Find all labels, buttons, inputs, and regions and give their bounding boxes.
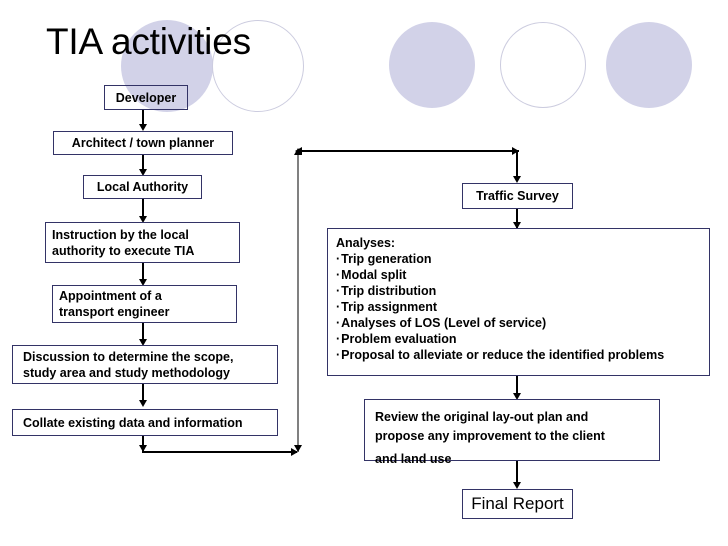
node-appointment[interactable]: Appointment of a transport engineer (52, 285, 237, 323)
analyses-item: Trip assignment (336, 299, 437, 315)
connector-review-to-final-report (516, 461, 518, 487)
node-discussion[interactable]: Discussion to determine the scope, study… (12, 345, 278, 384)
arrowhead-grey-riser-bottom (294, 445, 302, 452)
node-instruction[interactable]: Instruction by the local authority to ex… (45, 222, 240, 263)
node-review-line-1: Review the original lay-out plan and (375, 410, 589, 424)
arrowhead-top-horizontal-right (512, 147, 519, 155)
analyses-item: Analyses of LOS (Level of service) (336, 315, 546, 331)
node-local-authority[interactable]: Local Authority (83, 175, 202, 199)
page-title: TIA activities (46, 21, 251, 62)
connector-appointment-to-discussion (142, 323, 144, 342)
connector-instruction-to-appointment (142, 263, 144, 282)
node-instruction-line-1: Instruction by the local (52, 227, 189, 242)
analyses-heading: Analyses: (336, 236, 396, 250)
arrowhead-traffic-survey-to-analyses (513, 222, 521, 229)
decorative-circle-3 (389, 22, 475, 108)
analyses-item: Problem evaluation (336, 331, 456, 347)
arrowhead-local-authority-to-instruction (139, 216, 147, 223)
arrowhead-discussion-to-collate (139, 400, 147, 407)
analyses-item: Modal split (336, 267, 406, 283)
decorative-circle-1 (121, 20, 213, 112)
connector-developer-to-architect (142, 110, 144, 127)
node-collate[interactable]: Collate existing data and information (12, 409, 278, 436)
connector-grey-riser (297, 150, 299, 452)
decorative-circle-5 (606, 22, 692, 108)
arrowhead-to-traffic-survey (513, 176, 521, 183)
connector-top-horizontal (297, 150, 519, 152)
arrowhead-developer-to-architect (139, 124, 147, 131)
node-review-line-3: and land use (375, 452, 452, 466)
arrowhead-collate-down (139, 445, 147, 452)
arrowhead-architect-to-local-authority (139, 169, 147, 176)
node-developer[interactable]: Developer (104, 85, 188, 110)
node-final-report[interactable]: Final Report (462, 489, 573, 519)
connector-to-traffic-survey (516, 150, 518, 178)
connector-architect-to-local-authority (142, 155, 144, 172)
node-traffic-survey[interactable]: Traffic Survey (462, 183, 573, 209)
connector-local-authority-to-instruction (142, 199, 144, 219)
arrowhead-top-horizontal-left (295, 147, 302, 155)
analyses-item: Trip distribution (336, 283, 436, 299)
decorative-circle-2 (212, 20, 304, 112)
node-instruction-line-2: authority to execute TIA (52, 243, 195, 258)
arrowhead-analyses-to-review (513, 393, 521, 400)
connector-collate-down (142, 436, 144, 452)
node-review-line-2: propose any improvement to the client (375, 429, 605, 443)
arrowhead-bottom-horizontal (291, 448, 298, 456)
connector-traffic-survey-to-analyses (516, 209, 518, 229)
connector-discussion-to-collate (142, 384, 144, 403)
node-discussion-line-1: Discussion to determine the scope, (23, 349, 234, 364)
node-appointment-line-2: transport engineer (59, 305, 170, 319)
arrowhead-instruction-to-appointment (139, 279, 147, 286)
node-analyses[interactable]: Analyses: Trip generation Modal split Tr… (327, 228, 710, 376)
arrowhead-review-to-final-report (513, 482, 521, 489)
connector-bottom-horizontal (142, 451, 297, 453)
analyses-item: Trip generation (336, 251, 431, 267)
node-architect[interactable]: Architect / town planner (53, 131, 233, 155)
decorative-circle-4 (500, 22, 586, 108)
analyses-item: Proposal to alleviate or reduce the iden… (336, 347, 664, 363)
arrowhead-appointment-to-discussion (139, 339, 147, 346)
node-appointment-line-1: Appointment of a (59, 289, 162, 303)
node-review[interactable]: Review the original lay-out plan and pro… (364, 399, 660, 466)
connector-analyses-to-review (516, 376, 518, 398)
node-discussion-line-2: study area and study methodology (23, 365, 230, 380)
